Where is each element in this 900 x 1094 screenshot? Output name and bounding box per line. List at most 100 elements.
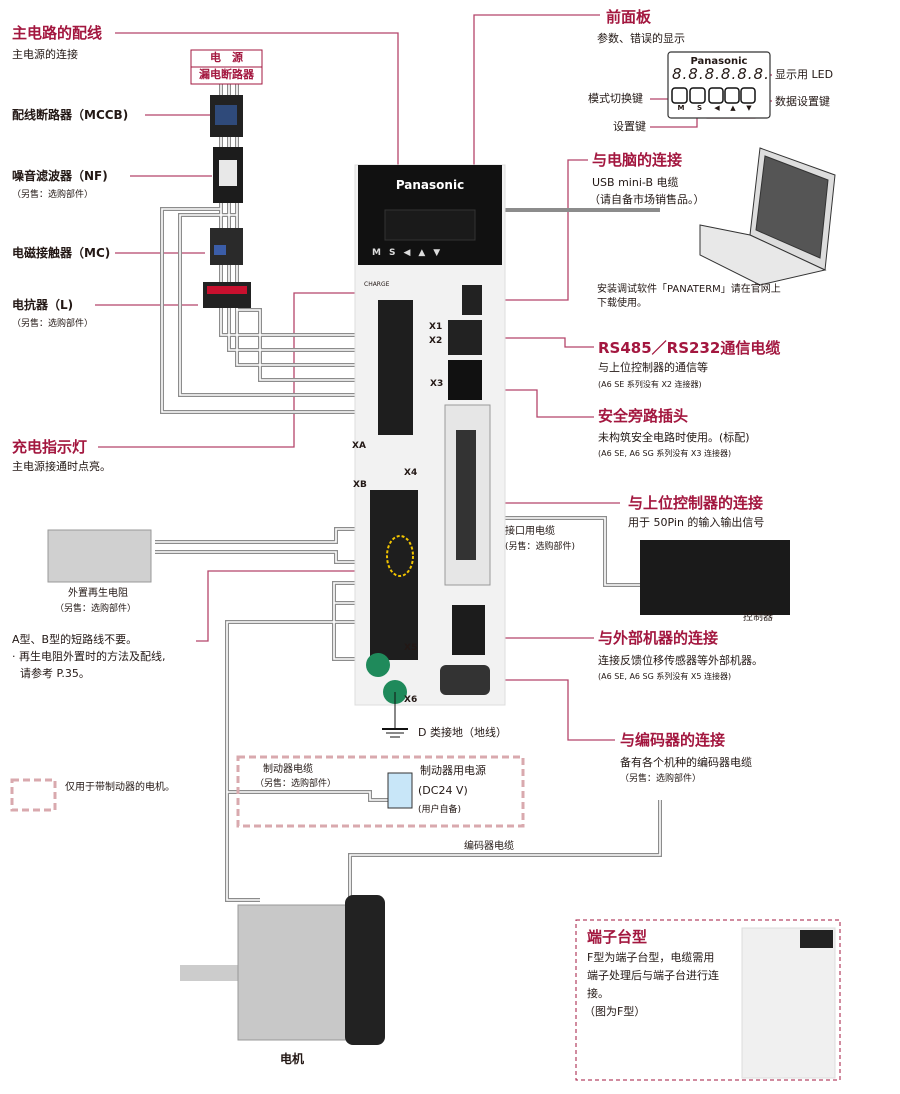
- resistor-note: （另售：选购部件）: [55, 604, 137, 614]
- mc-label: 电磁接触器（MC): [12, 246, 111, 260]
- brake-voltage: (DC24 V): [418, 784, 468, 797]
- leader-resistor-note: [196, 570, 382, 642]
- key-s[interactable]: S: [696, 104, 703, 112]
- encoder-title: 与编码器的连接: [620, 731, 726, 749]
- drive-key-left[interactable]: ◀: [403, 248, 411, 258]
- drive-brand: Panasonic: [395, 178, 465, 192]
- safety-desc: 未构筑安全电路时使用。(标配): [598, 431, 750, 444]
- controller-image: [640, 540, 790, 615]
- safety-title: 安全旁路插头: [598, 407, 689, 425]
- pc-software2: 下载使用。: [597, 298, 647, 309]
- port-x3: X3: [430, 379, 444, 389]
- power-source-label: 电 源: [210, 51, 243, 64]
- reactor-label: 电抗器（L): [12, 298, 74, 312]
- brake-dashed-box: [236, 755, 525, 828]
- rs485-desc: 与上位控制器的通信等: [598, 361, 708, 374]
- nf-note: （另售：选购部件）: [12, 190, 94, 200]
- charge-title: 充电指示灯: [12, 438, 88, 456]
- connector-x1: [462, 285, 482, 315]
- ground-label: D 类接地（地线）: [418, 726, 507, 739]
- port-x2: X2: [429, 336, 443, 346]
- brake-power-label: 制动器用电源: [420, 764, 486, 777]
- front-panel-key-labels: M S ◀ ▲ ▼: [672, 104, 757, 112]
- terminal-dashed-box: [575, 919, 841, 1081]
- nf-label: 噪音滤波器（NF): [12, 169, 108, 183]
- rs485-title: RS485／RS232通信电缆: [598, 339, 781, 357]
- encoder-desc: 备有各个机种的编码器电缆: [620, 756, 752, 769]
- charge-desc: 主电源接通时点亮。: [12, 460, 111, 473]
- port-x6: X6: [404, 695, 418, 705]
- external-note: (A6 SE, A6 SG 系列没有 X5 连接器): [598, 672, 732, 681]
- main-circuit-subtitle: 主电源的连接: [12, 48, 78, 61]
- resistor-remark1: A型、B型的短路线不要。: [12, 633, 138, 646]
- leader-front-panel: [473, 14, 600, 168]
- external-desc: 连接反馈位移传感器等外部机器。: [598, 654, 763, 667]
- motor-image: [180, 895, 385, 1045]
- leader-rs485: [485, 337, 594, 348]
- data-key-label: 数据设置键: [775, 95, 830, 108]
- port-x4: X4: [404, 468, 418, 478]
- key-up[interactable]: ▲: [730, 104, 736, 112]
- drive-key-up[interactable]: ▲: [418, 248, 426, 258]
- drive-key-s[interactable]: S: [388, 248, 396, 258]
- terminal-title: 端子台型: [587, 928, 648, 946]
- led-display: 8.8.8.8.8.8.: [672, 65, 770, 83]
- external-title: 与外部机器的连接: [598, 629, 719, 647]
- connector-x2: [448, 320, 482, 355]
- host-cable-note: (另售：选购部件): [505, 542, 576, 552]
- pc-line2: （请自备市场销售品。）: [589, 193, 705, 206]
- connector-x3: [448, 360, 482, 400]
- pc-line1: USB mini-B 电缆: [592, 176, 679, 189]
- main-circuit-title: 主电路的配线: [12, 24, 103, 42]
- connector-x6: [440, 665, 490, 695]
- laptop-image: [699, 147, 836, 286]
- connector-xa: [378, 300, 413, 435]
- brake-power-box: [387, 772, 413, 809]
- reactor-image: [203, 282, 251, 308]
- mode-key-label: 模式切换键: [588, 92, 643, 105]
- key-m[interactable]: M: [677, 104, 685, 112]
- connector-x5: [452, 605, 485, 655]
- drive-key-m[interactable]: M: [372, 248, 381, 258]
- drive-key-down[interactable]: ▼: [433, 248, 441, 258]
- host-cable: 接口用电缆: [505, 526, 555, 537]
- leader-encoder: [487, 679, 615, 741]
- encoder-note: （另售：选购部件）: [620, 774, 702, 784]
- terminal-line2: 端子处理后与端子台进行连: [587, 969, 719, 982]
- terminal-drive-image: [741, 927, 836, 1079]
- short-circuit-marker: [386, 535, 414, 577]
- terminal-line3: 接。: [587, 987, 609, 1000]
- key-left[interactable]: ◀: [714, 104, 720, 112]
- charge-lamp-label: CHARGE: [364, 281, 390, 288]
- port-x5: X5: [404, 643, 418, 653]
- rs485-note: (A6 SE 系列没有 X2 连接器): [598, 380, 702, 389]
- set-key-label: 设置键: [613, 120, 646, 133]
- leakage-breaker-label: 漏电断路器: [199, 68, 254, 81]
- ground-screw-1: [366, 653, 390, 677]
- leader-charge: [98, 292, 370, 448]
- encoder-cable-label: 编码器电缆: [464, 841, 514, 852]
- pc-title: 与电脑的连接: [592, 151, 683, 169]
- resistor-remark3: 请参考 P.35。: [20, 667, 90, 680]
- brake-cable-label: 制动器电缆: [263, 764, 313, 775]
- resistor-remark2: · 再生电阻外置时的方法及配线,: [12, 650, 166, 663]
- terminal-line4: （图为F型）: [584, 1005, 646, 1018]
- mccb-label: 配线断路器（MCCB): [12, 108, 129, 122]
- brake-power-note: (用户自备): [418, 805, 462, 815]
- pc-software1: 安装调试软件「PANATERM」请在官网上: [597, 284, 781, 295]
- resistor-label: 外置再生电阻: [68, 588, 128, 599]
- connector-xb: [370, 490, 418, 660]
- motor-label: 电机: [280, 1052, 305, 1066]
- leader-safety: [497, 389, 594, 418]
- terminal-line1: F型为端子台型，电缆需用: [587, 951, 715, 964]
- port-x1: X1: [429, 322, 443, 332]
- key-down[interactable]: ▼: [746, 104, 752, 112]
- controller-label: 控制器: [743, 612, 773, 623]
- front-panel-title: 前面板: [606, 8, 652, 26]
- leader-pc: [488, 159, 588, 301]
- host-title: 与上位控制器的连接: [628, 494, 764, 512]
- legend-dashed-box: [10, 778, 57, 812]
- front-panel-brand: Panasonic: [690, 56, 748, 67]
